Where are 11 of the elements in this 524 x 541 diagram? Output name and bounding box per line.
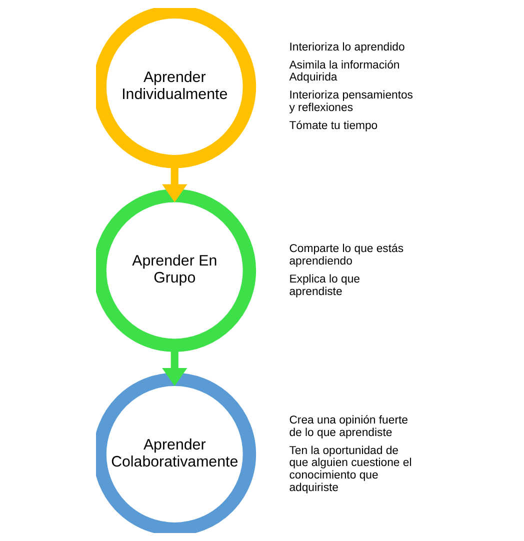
node-label: Tómate tu tiempo [289, 120, 378, 132]
node-label: Crea una opinión fuerte de lo que aprendiste [289, 414, 408, 439]
node-label: Interioriza lo aprendido [289, 41, 405, 54]
node-label: Explica lo que aprendiste [289, 273, 360, 298]
node-label: Interioriza pensamientos y reflexiones [289, 90, 413, 114]
node-circle: Aprender En Grupo [96, 189, 256, 352]
node-circle: Aprender Colaborativamente [96, 372, 256, 533]
node-label: Comparte lo que estás aprendiendo [289, 243, 404, 268]
node-label: Ten la oportunidad de que alguien cuestione el conocimiento que adquiriste [289, 444, 412, 494]
node-label: Asimila la información Adquirida [289, 59, 400, 84]
node-circle: Aprender Individualmente [96, 8, 256, 168]
